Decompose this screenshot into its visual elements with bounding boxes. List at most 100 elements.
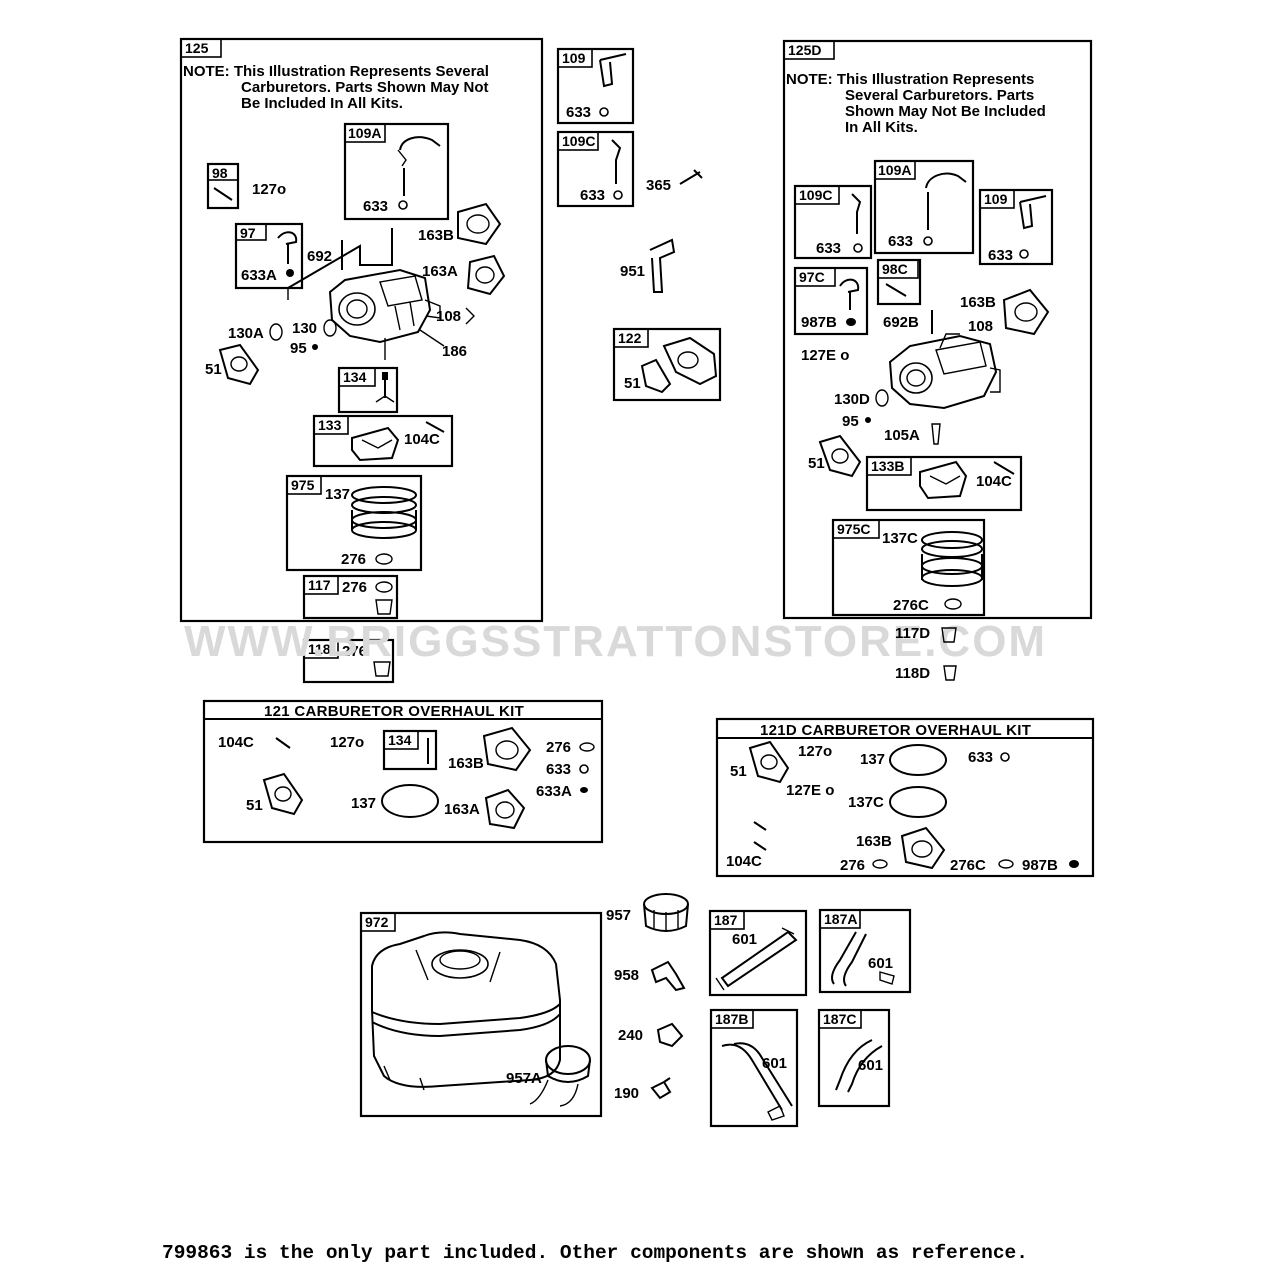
label-692B: 692B: [883, 314, 919, 331]
float-icon: [351, 426, 400, 462]
label-105A: 105A: [884, 427, 920, 444]
box-187A-tag: 187A: [824, 911, 857, 927]
box-109C-tag: 109C: [562, 133, 595, 149]
box-134-121-tag: 134: [388, 732, 412, 748]
label-276: 276: [341, 551, 366, 568]
label-104C-121D: 104C: [726, 853, 762, 870]
label-127o-121: 127o: [330, 734, 364, 751]
box-118: 118 276: [302, 638, 395, 684]
label-957: 957: [606, 907, 631, 924]
label-365: 365: [646, 177, 671, 194]
kit-125-note-line1: NOTE: This Illustration Represents Sever…: [183, 63, 489, 80]
label-51-mid: 51: [624, 375, 641, 392]
box-117-tag: 117: [308, 577, 331, 593]
label-95: 95: [290, 340, 307, 357]
hose-187B-icon: [721, 1042, 793, 1111]
box-97C-tag: 97C: [799, 269, 825, 285]
washer-icon: [398, 200, 408, 210]
box-97-tag: 97: [240, 225, 256, 241]
box-118-tag: 118: [308, 641, 331, 657]
bolt-icon: [375, 599, 393, 615]
label-601-d: 601: [858, 1057, 883, 1074]
label-127o: 127o: [252, 181, 286, 198]
kit-121D-panel: 121D CARBURETOR OVERHAUL KIT 51 127o 137…: [715, 717, 1095, 878]
kit-125-panel: 125 NOTE: This Illustration Represents S…: [179, 37, 544, 623]
box-109A-right-tag: 109A: [878, 162, 911, 178]
choke-link-icon: [397, 136, 441, 196]
label-51-121D: 51: [730, 763, 747, 780]
kit-125D-note-line1: NOTE: This Illustration Represents: [786, 71, 1034, 88]
label-117D: 117D: [895, 625, 930, 642]
kit-125D-panel: 125D NOTE: This Illustration Represents …: [782, 39, 1093, 620]
fuel-tank-icon: [371, 931, 561, 1091]
kit-125D-note-line3: Shown May Not Be Included: [845, 103, 1046, 120]
box-975C-tag: 975C: [837, 521, 870, 537]
label-51: 51: [205, 361, 222, 378]
kit-121-title: 121 CARBURETOR OVERHAUL KIT: [264, 703, 524, 720]
kit-125-note-line2: Carburetors. Parts Shown May Not: [241, 79, 489, 96]
label-240: 240: [618, 1027, 643, 1044]
label-130D: 130D: [834, 391, 870, 408]
label-163B: 163B: [418, 227, 454, 244]
label-51-r: 51: [808, 455, 825, 472]
label-137-121D: 137: [860, 751, 885, 768]
kit-125D-tag: 125D: [788, 42, 821, 58]
label-137: 137: [325, 486, 350, 503]
carburetor-icon: [287, 228, 445, 360]
label-601-a: 601: [732, 931, 757, 948]
gasket-163B-icon: [457, 202, 502, 246]
label-276-b: 276: [342, 579, 367, 596]
box-187-tag: 187: [714, 912, 738, 928]
label-163B-121: 163B: [448, 755, 484, 772]
label-958: 958: [614, 967, 639, 984]
kit-125D-note-line2: Several Carburetors. Parts: [845, 87, 1034, 104]
label-633-mid-b: 633: [580, 187, 605, 204]
label-108-r: 108: [968, 318, 993, 335]
label-190: 190: [614, 1085, 639, 1102]
label-276C: 276C: [893, 597, 929, 614]
label-118D: 118D: [895, 665, 930, 682]
label-163A: 163A: [422, 263, 458, 280]
label-633-121: 633: [546, 761, 571, 778]
label-633: 633: [363, 198, 388, 215]
label-987B: 987B: [801, 314, 837, 331]
label-108: 108: [436, 308, 461, 325]
bowl-gasket-icon: [351, 486, 417, 539]
label-137-121: 137: [351, 795, 376, 812]
label-633A: 633A: [241, 267, 277, 284]
spacer-icon: [662, 336, 718, 386]
label-987B-121D: 987B: [1022, 857, 1058, 874]
label-95-r: 95: [842, 413, 859, 430]
label-601-b: 601: [868, 955, 893, 972]
box-109C-right-tag: 109C: [799, 187, 832, 203]
box-975-tag: 975: [291, 477, 315, 493]
carburetor-right-icon: [888, 333, 1001, 410]
label-633-mid: 633: [566, 104, 591, 121]
filter-icon: [656, 1022, 684, 1048]
lever-icon: [599, 53, 627, 88]
watermark: WWW.BRIGGSSTRATTONSTORE.COM: [184, 617, 1047, 666]
label-163B-121D: 163B: [856, 833, 892, 850]
gasket-51-icon: [218, 343, 260, 386]
label-951: 951: [620, 263, 645, 280]
label-276-c: 276: [342, 643, 367, 660]
label-130: 130: [292, 320, 317, 337]
label-633A-121: 633A: [536, 783, 572, 800]
kit-125-tag: 125: [185, 40, 209, 56]
label-104C-r: 104C: [976, 473, 1012, 490]
label-633-r1: 633: [816, 240, 841, 257]
label-163B-r: 163B: [960, 294, 996, 311]
label-633-121D: 633: [968, 749, 993, 766]
label-633-r3: 633: [988, 247, 1013, 264]
label-276-121D: 276: [840, 857, 865, 874]
box-98C-tag: 98C: [882, 261, 908, 277]
kit-125D-note-line4: In All Kits.: [845, 119, 918, 136]
label-137C: 137C: [882, 530, 918, 547]
label-633-r2: 633: [888, 233, 913, 250]
label-130A: 130A: [228, 325, 264, 342]
box-134-tag: 134: [343, 369, 367, 385]
bracket-icon: [649, 238, 676, 293]
label-127E-r: 127E o: [801, 347, 849, 364]
label-692: 692: [307, 248, 332, 265]
box-133B-tag: 133B: [871, 458, 904, 474]
